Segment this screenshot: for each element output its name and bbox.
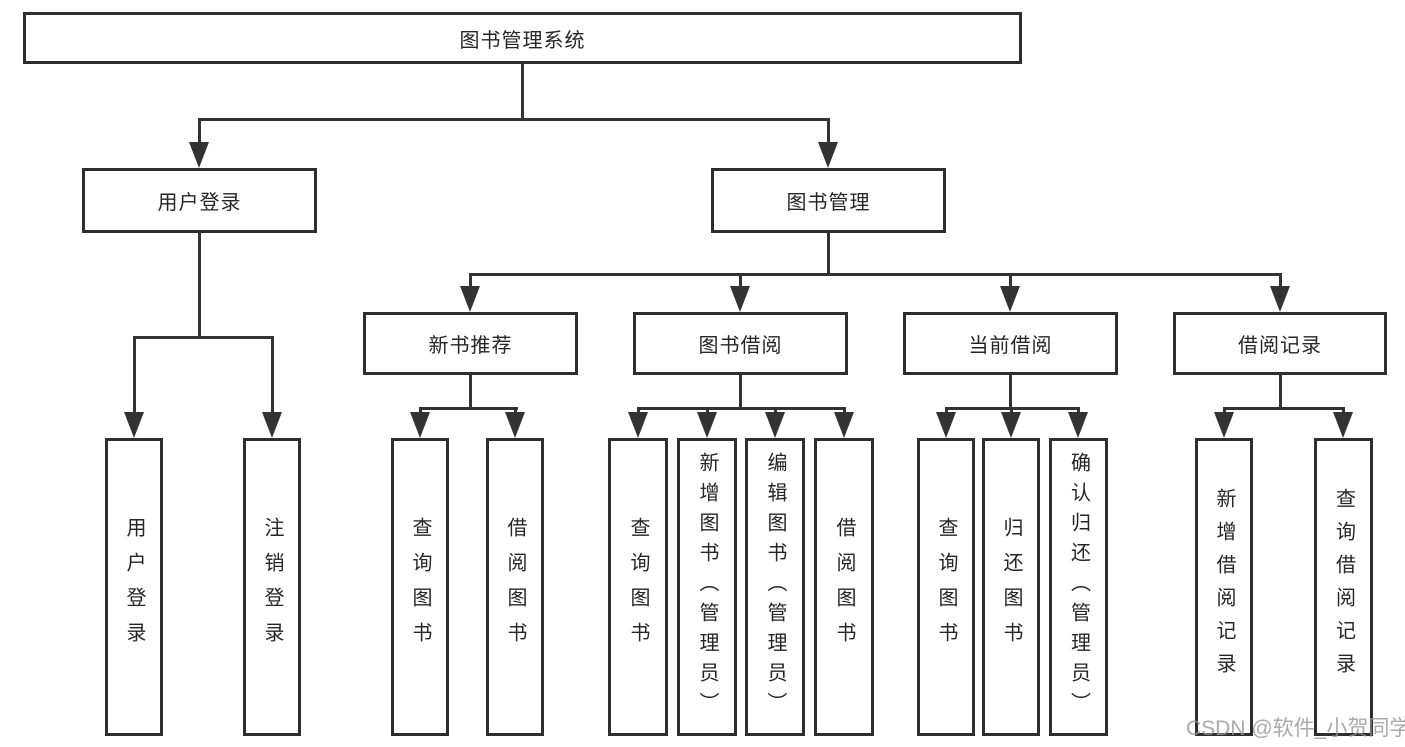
connector-book-management-stem <box>827 233 830 273</box>
connector-drop-leaf-user-login <box>133 336 136 414</box>
connector-drop-leaf-logout <box>271 336 274 414</box>
node-root-label: 图书管理系统 <box>459 29 586 52</box>
leaf-borrowing-borrow-books-label: 借阅图书 <box>833 517 855 657</box>
arrowhead-return-books <box>1001 412 1021 438</box>
connector-drop-add-books <box>706 407 709 414</box>
connector-book-borrowing-hline <box>637 407 846 410</box>
leaf-user-login-label: 用户登录 <box>123 517 145 657</box>
connector-book-borrowing-stem <box>739 375 742 407</box>
leaf-logout: 注销登录 <box>243 438 301 736</box>
node-new-book-recommend-label: 新书推荐 <box>428 335 513 357</box>
leaf-edit-books-admin: 编辑图书（管理员） <box>745 438 805 736</box>
leaf-confirm-return-admin: 确认归还（管理员） <box>1049 438 1108 736</box>
leaf-add-books-admin-label: 新增图书（管理员） <box>696 452 718 722</box>
node-user-login-label: 用户登录 <box>157 192 242 214</box>
leaf-return-books-label: 归还图书 <box>1000 517 1022 657</box>
connector-drop-borrowing-query <box>637 407 640 414</box>
arrowhead-add-books <box>697 412 717 438</box>
csdn-watermark: CSDN @软件_小贺同学 <box>1186 717 1405 740</box>
leaf-query-borrow-record: 查询借阅记录 <box>1314 438 1373 736</box>
arrowhead-query-record <box>1333 412 1353 438</box>
arrowhead-borrowing-query <box>628 412 648 438</box>
arrowhead-borrowing-records <box>1270 286 1290 312</box>
node-book-borrowing: 图书借阅 <box>633 312 848 375</box>
connector-borrowing-records-stem <box>1279 375 1282 407</box>
node-new-book-recommend: 新书推荐 <box>363 312 578 375</box>
leaf-return-books: 归还图书 <box>982 438 1040 736</box>
leaf-confirm-return-admin-label: 确认归还（管理员） <box>1067 452 1090 722</box>
connector-drop-recommend-borrow <box>514 407 517 414</box>
connector-root-stem <box>521 64 524 118</box>
leaf-logout-label: 注销登录 <box>261 517 283 657</box>
arrowhead-confirm-return <box>1068 412 1088 438</box>
arrowhead-leaf-user-login <box>124 412 144 438</box>
node-current-borrowing-label: 当前借阅 <box>968 335 1053 357</box>
node-book-borrowing-label: 图书借阅 <box>698 335 783 357</box>
leaf-current-query-books-label: 查询图书 <box>935 517 957 657</box>
arrowhead-new-book-recommend <box>460 286 480 312</box>
connector-drop-current-borrowing <box>1009 273 1012 288</box>
connector-drop-add-record <box>1223 407 1226 414</box>
arrowhead-recommend-query <box>410 412 430 438</box>
arrowhead-current-query <box>936 412 956 438</box>
leaf-query-borrow-record-label: 查询借阅记录 <box>1332 488 1355 686</box>
connector-drop-current-query <box>945 407 948 414</box>
connector-drop-return-books <box>1010 407 1013 414</box>
connector-new-book-recommend-hline <box>419 407 518 410</box>
node-user-login: 用户登录 <box>82 168 317 233</box>
leaf-borrowing-query-books-label: 查询图书 <box>627 517 649 657</box>
connector-drop-new-book-recommend <box>469 273 472 288</box>
connector-drop-query-record <box>1342 407 1345 414</box>
node-book-management-label: 图书管理 <box>786 192 871 214</box>
leaf-edit-books-admin-label: 编辑图书（管理员） <box>764 452 786 722</box>
leaf-recommend-query-books-label: 查询图书 <box>409 517 431 657</box>
leaf-current-query-books: 查询图书 <box>917 438 975 736</box>
connector-current-borrowing-stem <box>1009 375 1012 407</box>
node-borrowing-records: 借阅记录 <box>1173 312 1387 375</box>
leaf-borrowing-query-books: 查询图书 <box>608 438 668 736</box>
node-current-borrowing: 当前借阅 <box>903 312 1118 375</box>
connector-drop-book-management <box>827 118 830 144</box>
arrowhead-book-management <box>818 142 838 168</box>
arrowhead-edit-books <box>765 412 785 438</box>
arrowhead-leaf-logout <box>262 412 282 438</box>
connector-user-login-stem <box>198 233 201 336</box>
connector-drop-user-login <box>198 118 201 144</box>
arrowhead-current-borrowing <box>1000 286 1020 312</box>
connector-drop-recommend-query <box>419 407 422 414</box>
arrowhead-book-borrowing <box>730 286 750 312</box>
connector-drop-book-borrowing <box>739 273 742 288</box>
leaf-recommend-borrow-books-label: 借阅图书 <box>504 517 526 657</box>
leaf-user-login: 用户登录 <box>105 438 163 736</box>
leaf-add-borrow-record: 新增借阅记录 <box>1195 438 1253 736</box>
leaf-recommend-borrow-books: 借阅图书 <box>486 438 544 736</box>
node-book-management: 图书管理 <box>711 168 946 233</box>
leaf-borrowing-borrow-books: 借阅图书 <box>814 438 874 736</box>
connector-book-management-hline <box>469 273 1282 276</box>
node-borrowing-records-label: 借阅记录 <box>1238 335 1322 357</box>
connector-drop-edit-books <box>774 407 777 414</box>
connector-drop-borrowing-borrow <box>843 407 846 414</box>
connector-root-hline <box>198 118 830 121</box>
connector-user-login-hline <box>133 336 274 339</box>
node-root: 图书管理系统 <box>23 12 1022 64</box>
arrowhead-user-login <box>189 142 209 168</box>
leaf-add-books-admin: 新增图书（管理员） <box>677 438 737 736</box>
arrowhead-add-record <box>1214 412 1234 438</box>
connector-drop-confirm-return <box>1077 407 1080 414</box>
arrowhead-borrowing-borrow <box>834 412 854 438</box>
leaf-add-borrow-record-label: 新增借阅记录 <box>1213 488 1235 686</box>
leaf-recommend-query-books: 查询图书 <box>391 438 449 736</box>
arrowhead-recommend-borrow <box>505 412 525 438</box>
connector-drop-borrowing-records <box>1279 273 1282 288</box>
connector-new-book-recommend-stem <box>469 375 472 407</box>
connector-borrowing-records-hline <box>1223 407 1345 410</box>
